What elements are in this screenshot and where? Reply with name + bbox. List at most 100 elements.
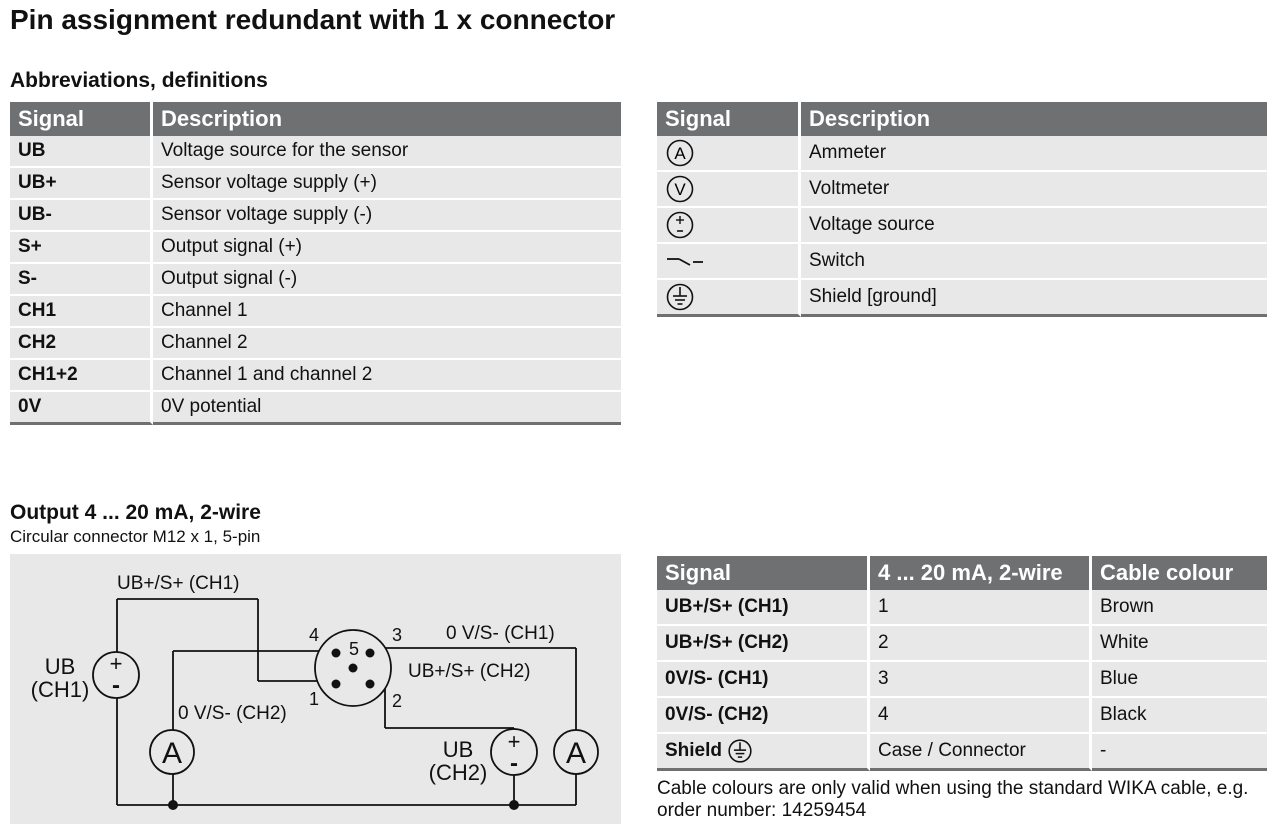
table-row: UB+/S+ (CH1) 1 Brown bbox=[657, 590, 1267, 626]
ground-icon bbox=[666, 283, 694, 311]
ammeter-icon: A bbox=[666, 139, 694, 167]
ub-ch2-label: UB bbox=[443, 737, 474, 762]
signal-cell: UB- bbox=[10, 200, 153, 232]
value-cell: 3 bbox=[870, 662, 1092, 698]
svg-text:+: + bbox=[508, 729, 521, 754]
description-cell: Channel 1 bbox=[153, 296, 621, 328]
description-cell: Shield [ground] bbox=[801, 280, 1267, 317]
column-header-cable-colour: Cable colour bbox=[1092, 556, 1267, 590]
signal-cell: 0V/S- (CH2) bbox=[657, 698, 870, 734]
switch-icon bbox=[667, 258, 703, 266]
symbol-cell bbox=[657, 208, 801, 244]
column-header-description: Description bbox=[153, 102, 621, 136]
colour-cell: White bbox=[1092, 626, 1267, 662]
svg-text:+: + bbox=[110, 651, 123, 676]
value-cell: 2 bbox=[870, 626, 1092, 662]
signal-cell: UB+/S+ (CH2) bbox=[657, 626, 870, 662]
column-header-signal: Signal bbox=[657, 556, 870, 590]
wire-label: 0 V/S- (CH1) bbox=[446, 623, 555, 644]
table-row: Shield [ground] bbox=[657, 280, 1267, 317]
description-cell: Output signal (+) bbox=[153, 232, 621, 264]
voltage-source-icon bbox=[666, 211, 694, 239]
description-cell: Switch bbox=[801, 244, 1267, 280]
description-cell: Ammeter bbox=[801, 136, 1267, 172]
table-row: Switch bbox=[657, 244, 1267, 280]
pin-label: 1 bbox=[309, 689, 319, 709]
svg-text:A: A bbox=[566, 737, 586, 770]
wire-label: 0 V/S- (CH2) bbox=[178, 703, 287, 724]
ub-ch1-label: UB bbox=[45, 654, 76, 679]
pin-label: 3 bbox=[392, 625, 402, 645]
table-row: Shield Case / Connector - bbox=[657, 734, 1267, 771]
value-cell: 1 bbox=[870, 590, 1092, 626]
table-row: UB+/S+ (CH2) 2 White bbox=[657, 626, 1267, 662]
signal-cell: CH2 bbox=[10, 328, 153, 360]
voltage-source-ch1: + - bbox=[92, 651, 140, 699]
symbol-cell: A bbox=[657, 136, 801, 172]
pin-label: 5 bbox=[349, 639, 359, 659]
ub-ch2-label: (CH2) bbox=[429, 760, 488, 785]
wire-label: UB+/S+ (CH2) bbox=[408, 661, 530, 682]
ground-icon bbox=[728, 739, 752, 763]
voltage-source-ch2: + - bbox=[490, 728, 538, 777]
colour-cell: - bbox=[1092, 734, 1267, 771]
signal-cell: S- bbox=[10, 264, 153, 296]
signal-cell: Shield bbox=[657, 734, 870, 771]
abbreviations-heading: Abbreviations, definitions bbox=[10, 69, 268, 92]
symbol-cell: V bbox=[657, 172, 801, 208]
page-title: Pin assignment redundant with 1 x connec… bbox=[10, 4, 616, 35]
description-cell: Output signal (-) bbox=[153, 264, 621, 296]
svg-text:A: A bbox=[674, 144, 686, 163]
svg-text:-: - bbox=[510, 750, 518, 777]
wire-label: UB+/S+ (CH1) bbox=[117, 573, 239, 594]
m12-connector: 5 4 3 1 2 bbox=[309, 625, 402, 711]
signal-cell: UB bbox=[10, 136, 153, 168]
symbols-table: Signal Description A Ammeter V Voltmeter bbox=[657, 102, 1267, 317]
colour-cell: Black bbox=[1092, 698, 1267, 734]
signal-cell: UB+/S+ (CH1) bbox=[657, 590, 870, 626]
description-cell: Sensor voltage supply (+) bbox=[153, 168, 621, 200]
symbol-cell bbox=[657, 244, 801, 280]
wiring-diagram-svg: 5 4 3 1 2 + - UB (CH1) A + - UB (CH2) bbox=[31, 573, 599, 810]
symbol-cell bbox=[657, 280, 801, 317]
output-pin-table: Signal 4 ... 20 mA, 2-wire Cable colour … bbox=[657, 556, 1267, 771]
value-cell: Case / Connector bbox=[870, 734, 1092, 771]
svg-text:V: V bbox=[674, 180, 686, 199]
svg-text:A: A bbox=[162, 737, 182, 770]
table-row: UB+Sensor voltage supply (+) bbox=[10, 168, 621, 200]
table-row: V Voltmeter bbox=[657, 172, 1267, 208]
description-cell: Channel 1 and channel 2 bbox=[153, 360, 621, 392]
colour-cell: Brown bbox=[1092, 590, 1267, 626]
column-header-description: Description bbox=[801, 102, 1267, 136]
ammeter-ch1: A bbox=[553, 729, 599, 775]
signal-cell: S+ bbox=[10, 232, 153, 264]
description-cell: Channel 2 bbox=[153, 328, 621, 360]
cable-colour-note: Cable colours are only valid when using … bbox=[657, 778, 1249, 821]
value-cell: 4 bbox=[870, 698, 1092, 734]
column-header-signal: Signal bbox=[657, 102, 801, 136]
table-row: UB-Sensor voltage supply (-) bbox=[10, 200, 621, 232]
table-row: A Ammeter bbox=[657, 136, 1267, 172]
signal-cell: UB+ bbox=[10, 168, 153, 200]
ub-ch1-label: (CH1) bbox=[31, 677, 90, 702]
description-cell: Voltage source for the sensor bbox=[153, 136, 621, 168]
output-subtitle: Circular connector M12 x 1, 5-pin bbox=[10, 527, 261, 546]
voltmeter-icon: V bbox=[666, 175, 694, 203]
column-header-output: 4 ... 20 mA, 2-wire bbox=[870, 556, 1092, 590]
table-row: Voltage source bbox=[657, 208, 1267, 244]
description-cell: Voltmeter bbox=[801, 172, 1267, 208]
pin-label: 2 bbox=[392, 691, 402, 711]
table-row: S+Output signal (+) bbox=[10, 232, 621, 264]
table-row: 0V/S- (CH1) 3 Blue bbox=[657, 662, 1267, 698]
colour-cell: Blue bbox=[1092, 662, 1267, 698]
description-cell: Sensor voltage supply (-) bbox=[153, 200, 621, 232]
table-row: 0V/S- (CH2) 4 Black bbox=[657, 698, 1267, 734]
shield-label: Shield bbox=[665, 740, 723, 762]
wiring-diagram: 5 4 3 1 2 + - UB (CH1) A + - UB (CH2) bbox=[10, 554, 621, 824]
ammeter-ch2: A bbox=[149, 729, 195, 775]
